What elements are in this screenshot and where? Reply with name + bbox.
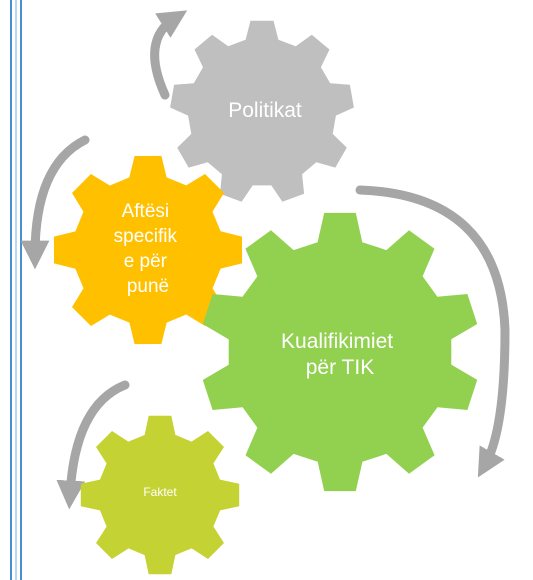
arrow-right-curve [355,185,510,478]
gear-label-aftesi: Aftësi specifik e për punë [114,201,183,297]
gear-faktet [80,415,240,575]
arrow-bottom-curve [56,380,130,510]
gear-politikat [170,20,354,202]
gear-kualifikimiet [202,212,478,492]
slide-left-border [10,0,22,580]
arrow-left-curve [20,135,90,270]
arrow-top-curve [150,10,188,100]
gear-label-politikat: Politikat [228,99,302,122]
slide-left-border-inner [15,0,17,580]
gear-aftesi [53,155,243,345]
gear-label-faktet: Faktet [143,485,177,499]
gear-label-kualifikimiet: Kualifikimiet për TIK [281,330,399,379]
